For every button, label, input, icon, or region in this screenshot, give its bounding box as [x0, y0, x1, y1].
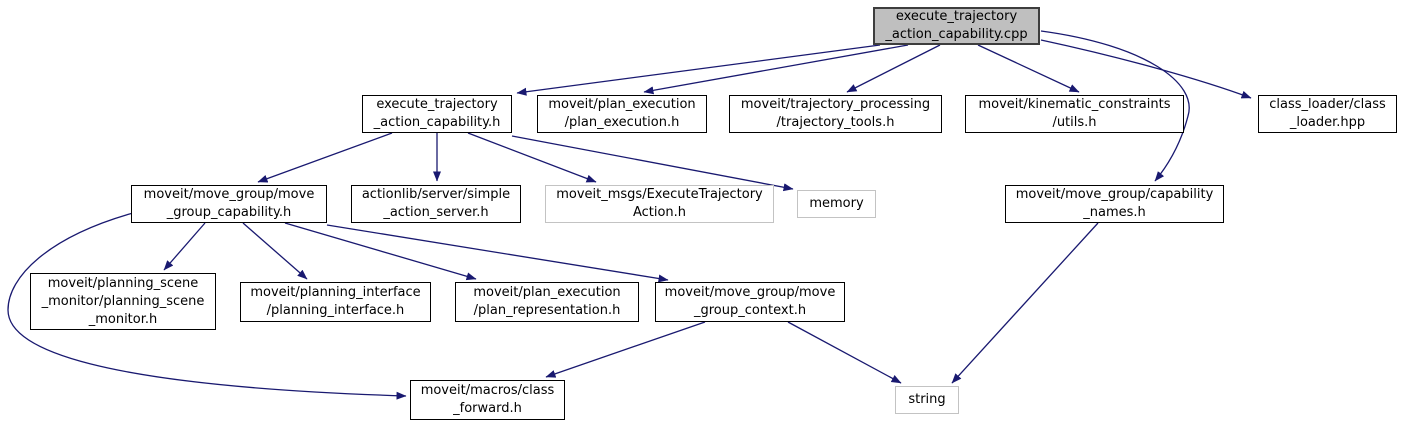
edge-move_group_capability-move_group_context: [326, 224, 669, 283]
node-memory: memory: [797, 190, 876, 218]
node-simple-action-server-h[interactable]: actionlib/server/simple _action_server.h: [351, 185, 521, 223]
node-kinematic-constraints-utils-h[interactable]: moveit/kinematic_constraints /utils.h: [965, 95, 1184, 133]
node-execute-trajectory-action-msg-h: moveit_msgs/ExecuteTrajectory Action.h: [545, 185, 774, 223]
edge-capability_names-string: [951, 222, 1099, 384]
node-planning-scene-monitor-h[interactable]: moveit/planning_scene _monitor/planning_…: [30, 273, 216, 330]
node-plan-representation-h[interactable]: moveit/plan_execution /plan_representati…: [455, 282, 639, 322]
node-execute-trajectory-action-capability-cpp: execute_trajectory _action_capability.cp…: [873, 7, 1040, 45]
edge-move_group_capability-class_forward: [7, 212, 407, 400]
edge-cpp-trajectory_tools: [846, 44, 941, 93]
edge-move_group_capability-planning_scene_monitor: [163, 222, 206, 271]
node-capability-names-h[interactable]: moveit/move_group/capability _names.h: [1005, 185, 1224, 223]
node-class-loader-hpp[interactable]: class_loader/class _loader.hpp: [1258, 95, 1397, 133]
node-string: string: [895, 386, 959, 414]
edge-etac_h-memory: [511, 135, 794, 192]
node-plan-execution-h[interactable]: moveit/plan_execution /plan_execution.h: [537, 95, 707, 133]
edge-cpp-capability_names: [1040, 30, 1190, 182]
edge-cpp-class_loader: [1040, 39, 1252, 99]
edge-cpp-kinematic_utils: [977, 44, 1080, 93]
node-move-group-context-h[interactable]: moveit/move_group/move _group_context.h: [655, 282, 845, 322]
node-execute-trajectory-action-capability-h[interactable]: execute_trajectory _action_capability.h: [362, 95, 512, 133]
node-class-forward-h[interactable]: moveit/macros/class _forward.h: [410, 380, 565, 420]
edge-move_group_capability-plan_representation: [284, 222, 477, 281]
edge-move_group_capability-planning_interface: [242, 222, 308, 280]
edge-cpp-etac_h: [516, 44, 881, 96]
edge-cpp-plan_execution: [643, 44, 909, 95]
node-trajectory-tools-h[interactable]: moveit/trajectory_processing /trajectory…: [729, 95, 942, 133]
node-planning-interface-h[interactable]: moveit/planning_interface /planning_inte…: [240, 282, 431, 322]
edge-etac_h-exec_traj_action_msg: [467, 132, 597, 183]
edge-move_group_context-string: [787, 321, 902, 384]
edge-etac_h-move_group_capability: [257, 132, 393, 183]
edge-move_group_context-class_forward: [545, 321, 706, 378]
node-move-group-capability-h[interactable]: moveit/move_group/move _group_capability…: [131, 185, 327, 223]
